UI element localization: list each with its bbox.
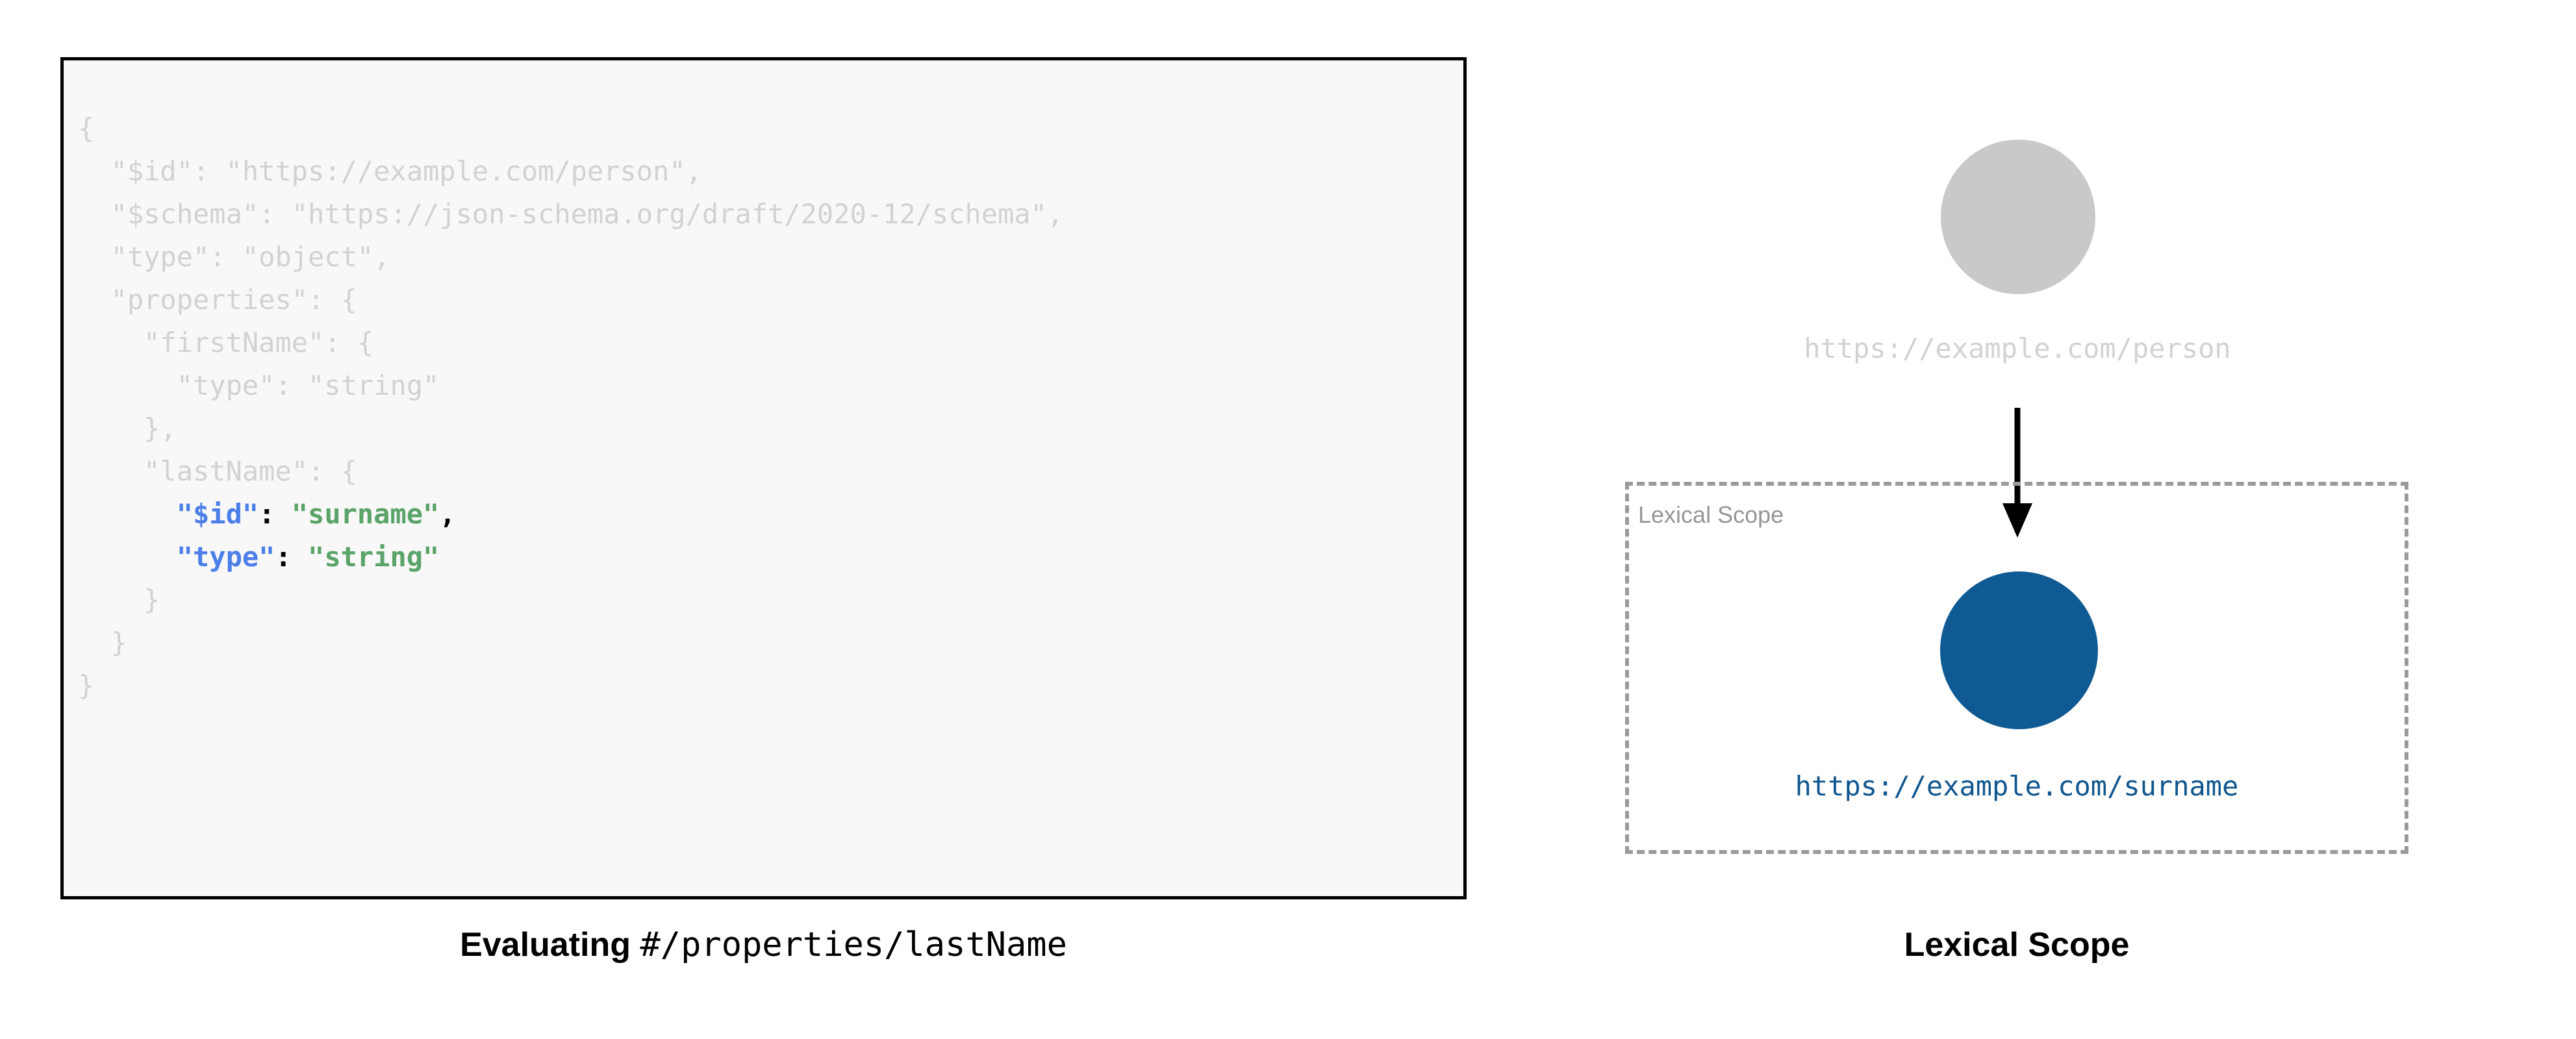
code-line: "type": "string" (78, 536, 1063, 579)
caption-evaluating-label: Evaluating (460, 926, 640, 964)
code-line: "type": "string" (78, 364, 1063, 407)
code-token: : (275, 541, 292, 573)
code-token: "type" (176, 541, 275, 573)
code-line: "$id": "https://example.com/person", (78, 150, 1063, 193)
lexical-scope-dashed-box (1625, 482, 2408, 854)
code-line: } (78, 621, 1063, 664)
code-panel: { "$id": "https://example.com/person", "… (60, 57, 1467, 964)
code-token: "lastName": { (144, 455, 357, 487)
outer-schema-node-label: https://example.com/person (1804, 332, 2231, 364)
code-line: } (78, 664, 1063, 707)
lexical-scope-diagram: https://example.com/person Lexical Scope… (1494, 0, 2576, 1039)
outer-schema-node-circle (1941, 140, 2095, 294)
code-token: "surname" (291, 498, 440, 530)
code-line: "properties": { (78, 279, 1063, 321)
code-token: } (110, 627, 127, 658)
code-token: "properties": { (110, 284, 357, 316)
code-line: "firstName": { (78, 321, 1063, 364)
code-line: "type": "object", (78, 236, 1063, 279)
code-token: , (439, 498, 456, 530)
code-token: "string" (308, 541, 440, 573)
code-token: "$id": "https://example.com/person", (110, 155, 702, 187)
code-token: }, (144, 412, 177, 444)
code-token: "$id" (176, 498, 259, 530)
code-line: "$id": "surname", (78, 493, 1063, 536)
left-panel-caption: Evaluating #/properties/lastName (60, 925, 1467, 964)
code-token: } (78, 670, 95, 701)
caption-json-pointer: #/properties/lastName (640, 925, 1067, 964)
code-line: { (78, 107, 1063, 150)
code-token (275, 498, 291, 530)
code-line: }, (78, 407, 1063, 450)
json-schema-code-listing: { "$id": "https://example.com/person", "… (78, 107, 1063, 707)
code-block-container: { "$id": "https://example.com/person", "… (60, 57, 1467, 899)
code-token: "firstName": { (144, 327, 374, 358)
code-token: "$schema": "https://json-schema.org/draf… (110, 198, 1064, 230)
lexical-scope-box-label: Lexical Scope (1638, 501, 1784, 528)
code-line: "lastName": { (78, 450, 1063, 493)
code-line: "$schema": "https://json-schema.org/draf… (78, 193, 1064, 236)
code-token: } (144, 584, 160, 616)
code-token: "type": "object", (110, 241, 390, 273)
code-token (292, 541, 308, 573)
inner-schema-node-label: https://example.com/surname (1795, 770, 2239, 802)
code-token: : (259, 498, 275, 530)
code-line: } (78, 579, 1063, 621)
right-panel-caption: Lexical Scope (1904, 926, 2130, 964)
inner-schema-node-circle (1940, 571, 2098, 729)
code-token: "type": "string" (176, 369, 440, 401)
code-token: { (78, 112, 95, 144)
